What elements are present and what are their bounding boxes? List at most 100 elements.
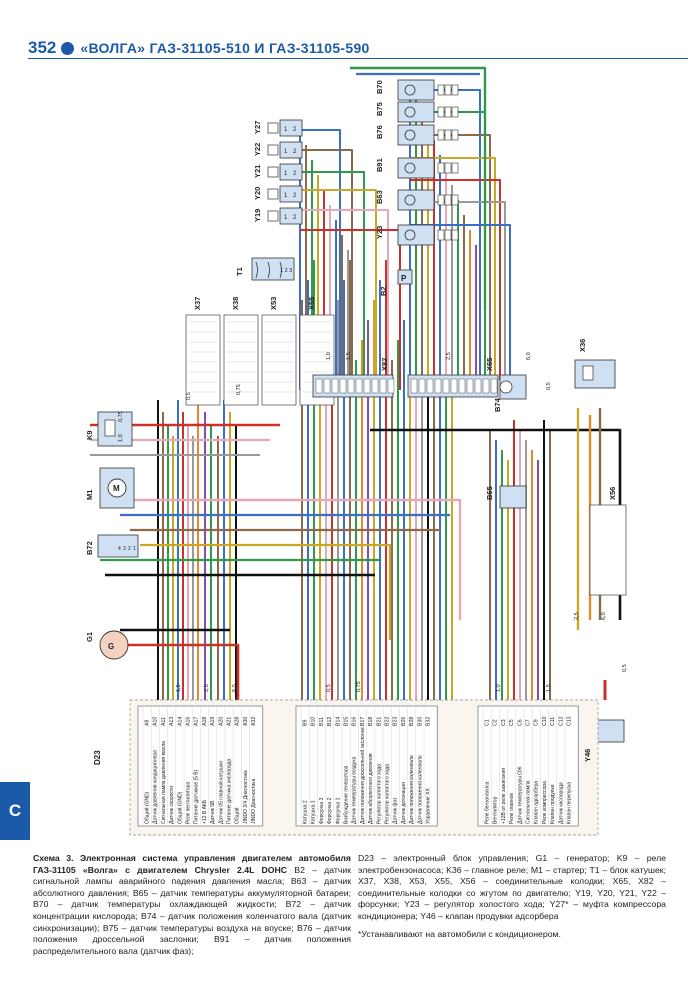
pin	[426, 378, 434, 394]
pin	[434, 378, 442, 394]
sensor-b65-body	[499, 485, 527, 509]
connector-body	[589, 504, 627, 596]
coil-winding-icon	[255, 261, 258, 279]
sensor-b65	[499, 485, 527, 509]
wire-gauge-label: 1,0	[118, 434, 124, 442]
pin	[442, 378, 450, 394]
motor-m1	[99, 467, 135, 509]
component-label: Y21	[253, 165, 262, 178]
wire-gauge-label: 1,5	[346, 352, 352, 360]
pin	[444, 162, 452, 174]
pin-number: 2	[293, 127, 297, 133]
wire	[300, 149, 353, 390]
ecu-pin: A30	[243, 717, 249, 726]
wire	[300, 209, 389, 390]
ecu-pin-function: Датчик абсолютного давления	[368, 753, 374, 824]
injector-y19	[279, 207, 303, 225]
caption-right-text: D23 – электронный блок управления; G1 – …	[358, 853, 666, 921]
relay-k36-body	[574, 359, 616, 389]
ecu-block-c-frame	[477, 705, 579, 827]
sensor-y23	[397, 224, 435, 246]
connector-label: X55	[307, 297, 316, 310]
connector-body	[261, 314, 297, 406]
sensor-b70-body	[397, 79, 435, 101]
caption-title: Схема 3. Электронная система управления …	[33, 853, 351, 875]
connector-x37	[185, 314, 221, 406]
ecu-pin: B30	[417, 717, 423, 726]
connector-x53	[261, 314, 297, 406]
pin	[363, 378, 371, 394]
ecu-pin-function: Датчик скорости	[169, 786, 175, 824]
pin-number: 2	[293, 193, 297, 199]
pin	[474, 378, 482, 394]
injector-y27-body	[279, 119, 303, 137]
wire-gauge-label: 6,0	[601, 612, 607, 620]
ecu-pin: C13	[567, 716, 573, 726]
wire	[350, 66, 487, 310]
component-label: Y19	[253, 209, 262, 222]
pin	[371, 378, 379, 394]
motor-symbol: M	[113, 484, 120, 493]
connector-label: X65	[485, 358, 494, 371]
ecu-pin: A21	[227, 717, 233, 726]
pin	[444, 84, 452, 96]
pin	[387, 378, 395, 394]
ecu-pin: A19	[210, 717, 216, 726]
pin-number: 1	[284, 171, 288, 177]
injector-y20	[279, 185, 303, 203]
ecu-pin: C9	[534, 719, 540, 726]
pin	[451, 194, 459, 206]
ecu-pin: B16	[352, 717, 358, 726]
ecu-pin: A32	[251, 717, 257, 726]
ecu-pin: B32	[426, 717, 432, 726]
connector-label: X38	[231, 297, 240, 310]
wire-gauge-label: 6,0	[526, 352, 532, 360]
connector-x65	[407, 374, 499, 398]
ecu-pin-function: Общий (GND)	[176, 791, 183, 824]
wire-gauge-label: 0,5	[546, 382, 552, 390]
wire-gauge-label: 6,0	[232, 684, 238, 692]
component-label: T1	[235, 267, 244, 276]
pin	[331, 378, 339, 394]
ecu-pin-function: Датчик положения коленвала	[417, 755, 423, 824]
injector-y21-body	[279, 163, 303, 181]
ecu-pin: C3	[501, 719, 507, 726]
wire-gauge-label: 2,5	[204, 684, 210, 692]
injector-y20-body	[279, 185, 303, 203]
ecu-pin-function: Датчик 5В	[210, 800, 216, 824]
ecu-pin-function: Сигнальная лампа давления масла	[161, 741, 167, 824]
ecu-pin-function: Реле компрессора	[542, 781, 548, 824]
component-label: Y27	[253, 121, 262, 134]
coil-t1-body	[251, 257, 295, 281]
ecu-pin: B10	[311, 717, 317, 726]
ecu-pin: A28	[235, 717, 241, 726]
sensor-b2-body	[397, 269, 413, 285]
injector-y22-body	[279, 141, 303, 159]
component-label: M1	[85, 490, 94, 500]
wire	[300, 129, 341, 390]
ecu-pin-function: JINDO Диагностика	[251, 778, 257, 824]
coil-winding-icon	[267, 261, 270, 279]
pin	[355, 378, 363, 394]
wire	[110, 643, 240, 700]
ecu-pin: C1	[485, 719, 491, 726]
wire	[300, 171, 365, 390]
pin	[315, 378, 323, 394]
ecu-pin-function: Сигнальная лампа	[526, 780, 532, 824]
pin	[451, 129, 459, 141]
ecu-pin-function: Управление ХХ	[426, 787, 432, 824]
ecu-pin: B26	[401, 717, 407, 726]
ecu-pin: A13	[169, 717, 175, 726]
ecu-pin: A11	[161, 717, 167, 726]
sensor-b72	[97, 534, 139, 558]
ecu-pin-function: Датчик температуры воздуха	[352, 756, 358, 824]
ecu-pin-function: Катушка 2	[303, 800, 309, 824]
wire-gauge-label: 1,0	[496, 684, 502, 692]
wire	[410, 134, 491, 380]
pin	[437, 194, 445, 206]
ecu-pin: B14	[335, 717, 341, 726]
component-label: B2	[379, 286, 388, 296]
page-number: 352	[28, 38, 57, 57]
